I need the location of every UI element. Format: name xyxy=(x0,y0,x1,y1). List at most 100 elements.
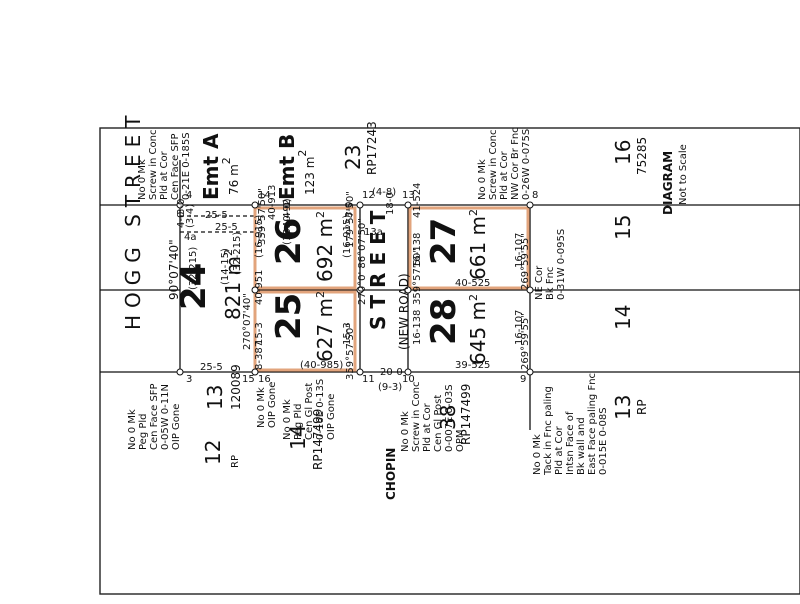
dim-d15: 15-3 xyxy=(342,322,353,345)
mark-m18: No 0 Mk xyxy=(282,399,293,440)
dim-d7: 4-0 xyxy=(176,212,187,228)
station-numbers: 3 4 4a 14 12 13 13a 8 9 10 11 15 16 xyxy=(184,190,538,385)
dim-d5: 25-5 xyxy=(205,210,228,221)
surround-l23rp: RP17243 xyxy=(365,121,379,175)
mark-m38: 0-31W 0-095S xyxy=(556,229,567,300)
mark-m11: No 0 Mk xyxy=(127,409,138,450)
dim-d25: 16-107 xyxy=(514,310,525,345)
mark-m10: 0-26W 0-075S xyxy=(521,129,532,200)
station-s11: 11 xyxy=(362,374,375,385)
corner-marks xyxy=(176,201,534,376)
bearing-b1: 90°07'40" xyxy=(167,239,181,300)
diagram-subtitle: Not to Scale xyxy=(678,144,689,205)
bearing-b9: 269°59'55" xyxy=(520,313,531,370)
station-s13a: 13a xyxy=(364,227,383,238)
surround-l14b: 14 xyxy=(611,305,635,330)
dim-d19: 18-0 xyxy=(385,192,396,215)
mark-m24: Screw in Conc xyxy=(411,382,422,452)
surround-l13num: 120089 xyxy=(229,364,243,410)
mark-m26: Cen Gl Post xyxy=(433,395,444,452)
station-s13: 13 xyxy=(402,190,415,201)
dim-d21: 16-138 xyxy=(412,233,423,268)
mark-m15: OIP Gone xyxy=(171,404,182,450)
lot-24-number: 24 xyxy=(174,263,214,310)
dim-d9: 40-92 xyxy=(282,199,293,228)
mark-m19: Peg Pld xyxy=(293,403,304,440)
dim-d27: 20-0 xyxy=(380,367,403,378)
dim-d10: 40-913 xyxy=(267,185,278,220)
mark-m20: Cen Gl Post xyxy=(304,383,315,440)
mark-m31: Pld at Cor xyxy=(554,425,565,475)
mark-m34: East Face paling Fnc xyxy=(587,373,598,475)
mark-m36: NE Cor xyxy=(534,265,545,300)
mark-m25: Pld at Cor xyxy=(422,402,433,452)
bearing-b2: 270°07'40" xyxy=(242,293,253,350)
lot-26-highlight xyxy=(253,206,357,290)
bearing-b8: 359°57'50" xyxy=(345,323,356,380)
mark-m9: NW Cor Br Fnc xyxy=(510,127,521,200)
mark-m32: Intsn Face of xyxy=(565,411,576,475)
survey-mark-notes: No 0 Mk Screw in Conc Pld at Cor Cen Fac… xyxy=(127,127,609,476)
surround-l16num: 75285 xyxy=(635,137,649,175)
lot-24-area: 821 m2 xyxy=(221,249,245,320)
mark-m14: 0-05W 0-11N xyxy=(160,384,171,450)
surround-l12: 12 xyxy=(201,440,225,465)
dim-d24: 16-138 xyxy=(412,310,423,345)
mark-m12: Peg Pld xyxy=(138,413,149,450)
station-s9: 9 xyxy=(520,374,526,385)
easement-a-label: Emt A xyxy=(199,133,223,200)
dim-d17: 8-387 xyxy=(254,341,265,370)
dim-d26: 39-525 xyxy=(455,360,490,371)
bearing-b4: 359°57'50" xyxy=(257,188,268,245)
mark-m35: 0-015E 0-08S xyxy=(598,407,609,475)
mark-m5: 0-21E 0-185S xyxy=(181,132,192,200)
mark-m16: No 0 Mk xyxy=(256,387,267,428)
mark-m33: Bk wall and xyxy=(576,417,587,475)
dim-d30: (13a-4-0) xyxy=(282,198,293,245)
surround-l23: 23 xyxy=(341,145,365,170)
station-s4a: 4a xyxy=(184,232,197,243)
plan-frame xyxy=(99,127,800,595)
surround-l13b: 13 xyxy=(611,395,635,420)
dim-d28: (9-3) xyxy=(378,382,402,393)
dim-d22: 16-107 xyxy=(514,233,525,268)
bearing-b5: 269°59'55" xyxy=(520,233,531,290)
surround-l38rp: RP147499 xyxy=(459,384,473,445)
station-s14: 14 xyxy=(258,190,271,201)
mark-m4: Cen Face SFP xyxy=(170,133,181,200)
bearing-b3: 179°57'50" xyxy=(345,191,356,248)
dim-d11: (16-915) xyxy=(254,215,265,258)
mark-m13: Cen Face SFP xyxy=(149,383,160,450)
station-s4: 4 xyxy=(186,190,192,201)
bearing-b6: 359°57'50" xyxy=(412,248,423,305)
dim-d2: (32-215) xyxy=(188,247,199,290)
dim-d31: 25-5 xyxy=(200,362,223,373)
lot-27-area: 661 m2 xyxy=(466,209,490,280)
dim-d14: 15-3 xyxy=(254,322,265,345)
surround-l14: 14 xyxy=(286,425,310,450)
dim-d20: 41-524 xyxy=(412,183,423,218)
hogg-street-label: HOGG STREET xyxy=(121,109,145,330)
lot-28-area: 645 m2 xyxy=(466,294,490,365)
chopin-label: CHOPIN xyxy=(384,448,398,500)
lot-25-highlight xyxy=(253,290,357,372)
bearing-b7: 270°0' 86°07'50" xyxy=(357,218,368,305)
easement-a-area: 76 m2 xyxy=(220,157,241,195)
surround-l16: 16 xyxy=(611,140,635,165)
lot-26-number: 26 xyxy=(269,218,309,265)
mark-m21: 0-16E 0-13S xyxy=(315,379,326,440)
surround-l38: 38 xyxy=(436,405,460,430)
surround-l15: 15 xyxy=(611,215,635,240)
station-s3: 3 xyxy=(186,374,192,385)
mark-m1: No 0 Mk xyxy=(137,159,148,200)
mark-m27: 0-007E 0-03S xyxy=(444,384,455,452)
mark-m2: Screw in Conc xyxy=(148,130,159,200)
surround-l14rp: RP147499 xyxy=(311,409,325,470)
lot-25-number: 25 xyxy=(269,293,309,340)
surround-l13brp: RP xyxy=(635,399,649,415)
station-s10: 10 xyxy=(402,374,415,385)
easement-b-label: Emt B xyxy=(275,134,299,200)
mark-m7: Screw in Conc xyxy=(488,130,499,200)
dim-d18: 3-0 xyxy=(344,202,355,218)
